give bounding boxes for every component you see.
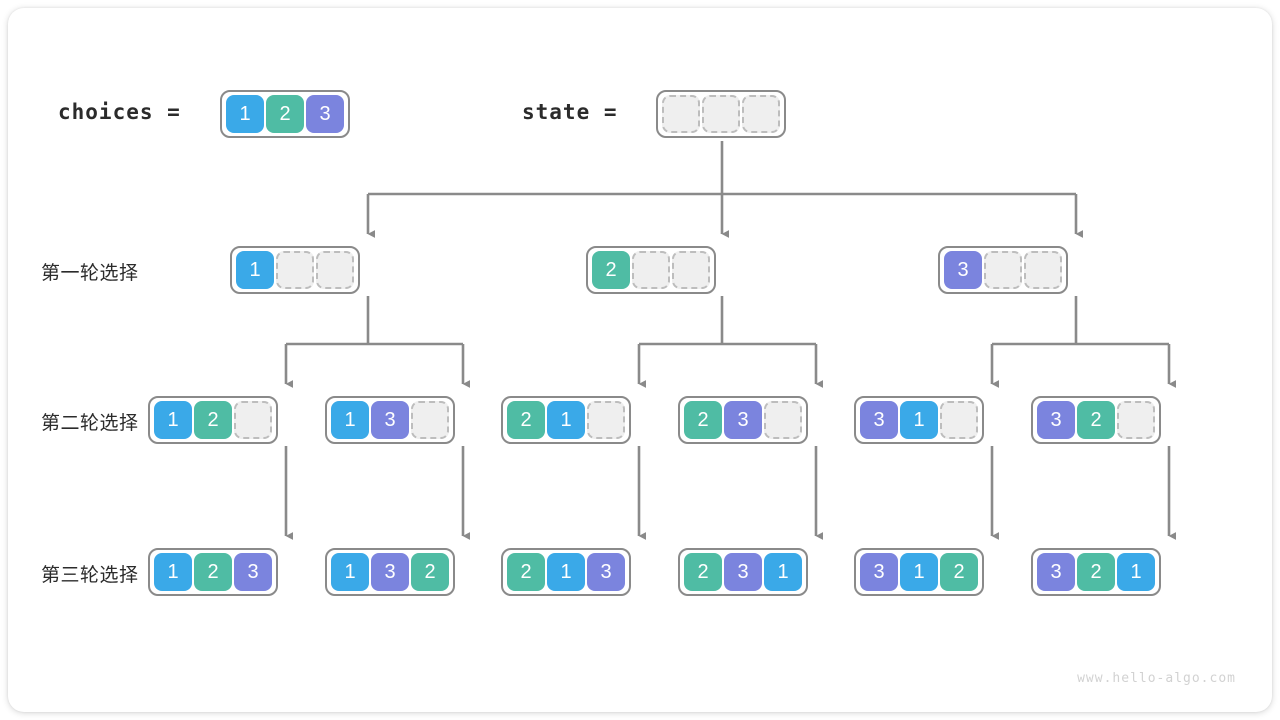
r2n6-cell-0: 3	[1037, 401, 1075, 439]
r3n2-cell-2: 2	[411, 553, 449, 591]
state-cell-1	[702, 95, 740, 133]
r2n5-cell-1: 1	[900, 401, 938, 439]
r1n3-cell-2	[1024, 251, 1062, 289]
r2n4-cell-0: 2	[684, 401, 722, 439]
r2n2-cell-0: 1	[331, 401, 369, 439]
r3n6-cell-1: 2	[1077, 553, 1115, 591]
r2n6-cell-1: 2	[1077, 401, 1115, 439]
r1n3-cell-0: 3	[944, 251, 982, 289]
choices-label: choices =	[58, 100, 181, 124]
r1n2-cell-1	[632, 251, 670, 289]
r2n5-cell-2	[940, 401, 978, 439]
row-label-round-2: 第二轮选择	[41, 413, 139, 434]
r3n4-cell-0: 2	[684, 553, 722, 591]
r3n6-cell-0: 3	[1037, 553, 1075, 591]
r1n1-cell-1	[276, 251, 314, 289]
row-label-round-3: 第三轮选择	[41, 565, 139, 586]
state-array-round-1-node-1: 1	[230, 246, 360, 294]
r3n4-cell-1: 3	[724, 553, 762, 591]
state-array-round-1-node-2: 2	[586, 246, 716, 294]
r3n1-cell-0: 1	[154, 553, 192, 591]
state-label: state =	[522, 100, 618, 124]
choices-cell-0: 1	[226, 95, 264, 133]
choices-cell-2: 3	[306, 95, 344, 133]
r3n1-cell-1: 2	[194, 553, 232, 591]
r2n2-cell-1: 3	[371, 401, 409, 439]
r3n5-cell-0: 3	[860, 553, 898, 591]
r3n3-cell-1: 1	[547, 553, 585, 591]
r2n4-cell-2	[764, 401, 802, 439]
r2n4-cell-1: 3	[724, 401, 762, 439]
r3n1-cell-2: 3	[234, 553, 272, 591]
r1n2-cell-0: 2	[592, 251, 630, 289]
r3n3-cell-2: 3	[587, 553, 625, 591]
r3n5-cell-2: 2	[940, 553, 978, 591]
r3n2-cell-0: 1	[331, 553, 369, 591]
r3n2-cell-1: 3	[371, 553, 409, 591]
r3n5-cell-1: 1	[900, 553, 938, 591]
r3n4-cell-2: 1	[764, 553, 802, 591]
r2n2-cell-2	[411, 401, 449, 439]
r2n1-cell-2	[234, 401, 272, 439]
r2n1-cell-0: 1	[154, 401, 192, 439]
state-cell-0	[662, 95, 700, 133]
state-cell-2	[742, 95, 780, 133]
r2n3-cell-1: 1	[547, 401, 585, 439]
r3n6-cell-2: 1	[1117, 553, 1155, 591]
r2n3-cell-0: 2	[507, 401, 545, 439]
r2n1-cell-1: 2	[194, 401, 232, 439]
r1n3-cell-1	[984, 251, 1022, 289]
state-array	[656, 90, 786, 138]
connector-lines	[284, 141, 1176, 540]
r2n5-cell-0: 3	[860, 401, 898, 439]
choices-cell-1: 2	[266, 95, 304, 133]
state-array-round-1-node-3: 3	[938, 246, 1068, 294]
r2n3-cell-2	[587, 401, 625, 439]
row-label-round-1: 第一轮选择	[41, 263, 139, 284]
r1n2-cell-2	[672, 251, 710, 289]
watermark: www.hello-algo.com	[1077, 671, 1236, 686]
r3n3-cell-0: 2	[507, 553, 545, 591]
r1n1-cell-0: 1	[236, 251, 274, 289]
r1n1-cell-2	[316, 251, 354, 289]
r2n6-cell-2	[1117, 401, 1155, 439]
